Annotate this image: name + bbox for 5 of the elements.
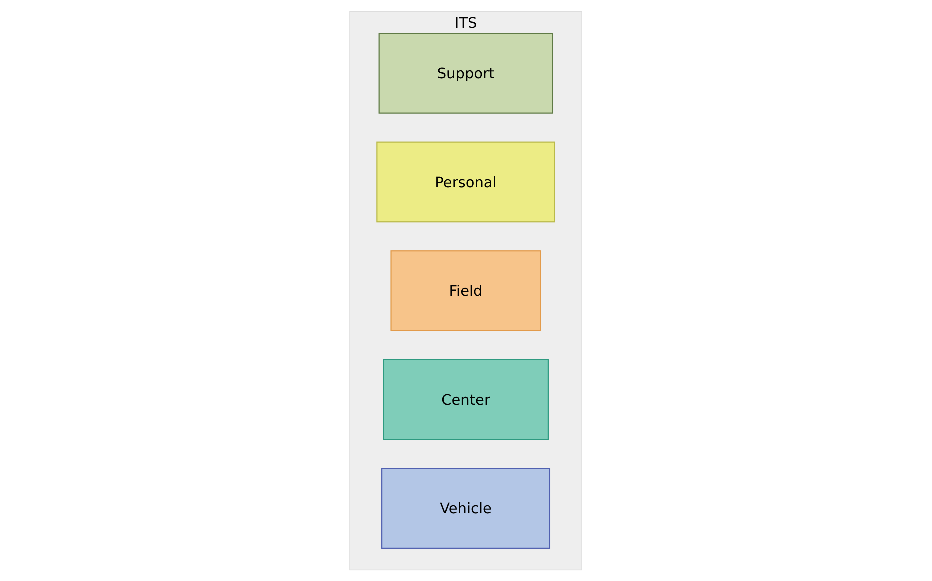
node-box: Center [383, 358, 549, 440]
node-box: Vehicle [382, 468, 550, 548]
node-box: Field [390, 250, 542, 331]
node-box: Support [378, 32, 554, 114]
node-box: Personal [376, 141, 556, 222]
